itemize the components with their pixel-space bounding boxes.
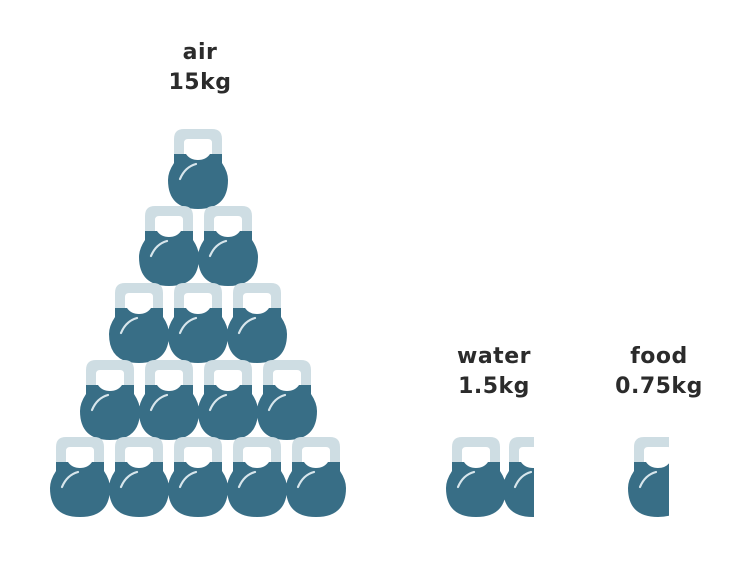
kettlebell-icon (198, 358, 258, 440)
air-category-name: air (182, 40, 218, 65)
air-label: air 15kg (148, 38, 252, 98)
kettlebell-icon (286, 435, 346, 517)
kettlebell-partial-icon (503, 435, 534, 517)
food-value: 0.75kg (615, 374, 703, 399)
kettlebell-icon (446, 435, 506, 517)
food-category-name: food (630, 344, 688, 369)
kettlebell-icon (109, 435, 169, 517)
water-value: 1.5kg (458, 374, 530, 399)
kettlebell-icon (139, 358, 199, 440)
kettlebell-icon (50, 435, 110, 517)
kettlebell-icon (168, 281, 228, 363)
water-category-name: water (457, 344, 531, 369)
water-label: water 1.5kg (440, 342, 548, 402)
kettlebell-icon (168, 435, 228, 517)
kettlebell-icon (227, 435, 287, 517)
kettlebell-icon (80, 358, 140, 440)
food-label: food 0.75kg (604, 342, 714, 402)
kettlebell-icon (109, 281, 169, 363)
kettlebell-icon (227, 281, 287, 363)
kettlebell-icon (198, 204, 258, 286)
kettlebell-icon (168, 127, 228, 209)
air-value: 15kg (168, 70, 232, 95)
kettlebell-partial-icon (628, 435, 669, 517)
kettlebell-icon (257, 358, 317, 440)
kettlebell-icon (139, 204, 199, 286)
